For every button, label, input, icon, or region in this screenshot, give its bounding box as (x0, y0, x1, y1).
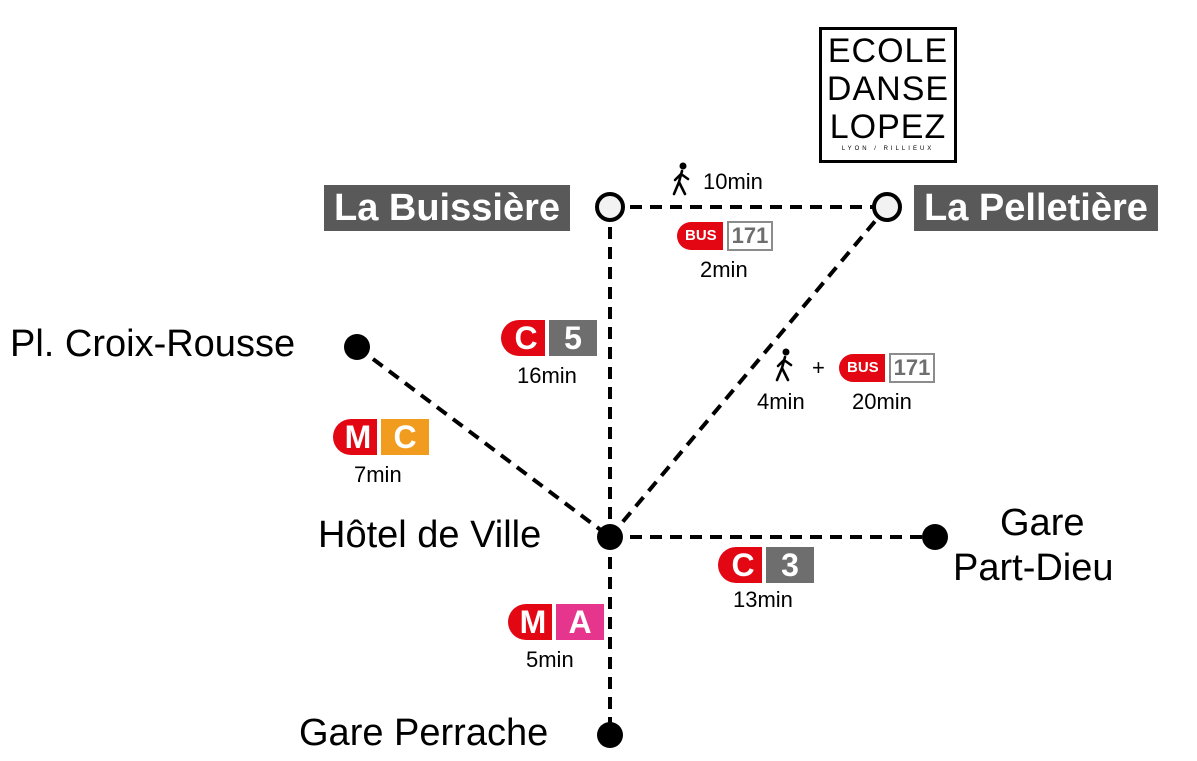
station-label-croix-rousse: Pl. Croix-Rousse (10, 323, 296, 365)
bus-diag-time: 20min (852, 389, 912, 414)
c5-time: 16min (517, 363, 577, 388)
station-label-pelletiere: La Pelletière (914, 185, 1158, 231)
line-badge: A (556, 604, 604, 640)
mc-time: 7min (354, 462, 402, 487)
plus-sign: + (812, 355, 825, 380)
bus-171-top-badge: BUS 171 (677, 221, 774, 251)
ma-time: 5min (526, 647, 574, 672)
logo-line-1: ECOLE (827, 32, 949, 70)
bus-line-number: 171 (726, 221, 774, 251)
stop-pelletiere (872, 192, 902, 222)
line-badge: 5 (549, 320, 597, 356)
bus-line-number: 171 (888, 353, 936, 383)
bus-mode-badge: BUS (677, 222, 723, 250)
station-label-part-dieu-line-2: Part-Dieu (953, 547, 1114, 589)
station-label-perrache: Gare Perrache (299, 712, 549, 754)
mode-badge: C (501, 320, 545, 356)
school-logo: ECOLE DANSE LOPEZ LYON / RILLIEUX (819, 27, 957, 163)
c3-time: 13min (733, 587, 793, 612)
route-croix-rousse-hotel (355, 345, 612, 539)
bus-171-diag-badge: BUS 171 (839, 353, 936, 383)
stop-buissiere (595, 192, 625, 222)
line-c3-badge: C 3 (718, 547, 814, 583)
walk-top-time: 10min (703, 169, 763, 194)
station-label-hotel-de-ville: Hôtel de Ville (318, 514, 542, 556)
station-label-buissiere: La Buissière (324, 185, 570, 231)
line-c5-badge: C 5 (501, 320, 597, 356)
bus-mode-badge: BUS (839, 354, 885, 382)
mode-badge: M (508, 604, 552, 640)
logo-line-2: DANSE (826, 70, 950, 108)
mode-badge: C (718, 547, 762, 583)
stop-part-dieu (922, 524, 948, 550)
line-badge: 3 (766, 547, 814, 583)
logo-tagline: LYON / RILLIEUX (841, 146, 935, 152)
stop-perrache (597, 722, 623, 748)
bus-top-time: 2min (700, 257, 748, 282)
pedestrian-icon (775, 348, 793, 382)
line-badge: C (381, 419, 429, 455)
route-hotel-pelletiere (608, 205, 889, 539)
stop-croix-rousse (344, 334, 370, 360)
line-mc-badge: M C (333, 419, 429, 455)
stop-hotel-de-ville (597, 524, 623, 550)
line-ma-badge: M A (508, 604, 604, 640)
pedestrian-icon (672, 162, 690, 196)
walk-diag-time: 4min (757, 389, 805, 414)
station-label-part-dieu-line-1: Gare (1000, 502, 1085, 544)
logo-line-3: LOPEZ (829, 108, 947, 146)
mode-badge: M (333, 419, 377, 455)
